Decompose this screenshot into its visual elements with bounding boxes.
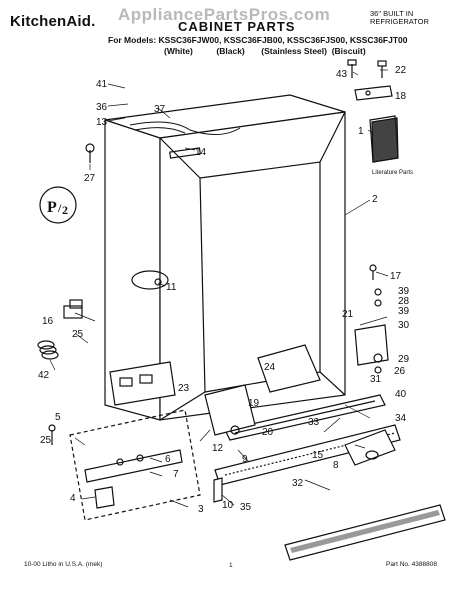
screw-22 [377, 60, 387, 78]
callout-39a: 39 [398, 286, 410, 297]
finish-black: (Black) [216, 46, 245, 56]
callout-13: 13 [96, 117, 108, 128]
hinge-16 [63, 299, 83, 319]
callout-12: 12 [212, 443, 224, 454]
callout-24: 24 [264, 362, 276, 373]
callout-25b: 25 [40, 435, 52, 446]
callout-35: 35 [240, 502, 252, 513]
footer-litho: 10-00 Litho in U.S.A. (mek) [24, 561, 103, 568]
header-right-line1: 36" BUILT IN [370, 9, 414, 18]
finish-white: (White) [164, 46, 193, 56]
spring-42 [37, 340, 59, 360]
literature-parts-label: Literature Parts [372, 170, 414, 176]
callout-23: 23 [178, 383, 190, 394]
page-number: 1 [229, 562, 233, 569]
finish-biscuit: (Biscuit) [331, 46, 366, 56]
callout-21: 21 [342, 309, 354, 320]
callout-22: 22 [395, 65, 407, 76]
callout-5: 5 [55, 412, 61, 423]
callout-33: 33 [308, 417, 320, 428]
finish-list: (White) (Black) (Stainless Steel) (Biscu… [164, 47, 366, 56]
machine-compartment [48, 361, 201, 521]
svg-text:P: P [47, 199, 57, 216]
parts-seal: P / 2 [39, 186, 77, 224]
bracket-18 [354, 85, 393, 101]
header-right-line2: REFRIGERATOR [370, 17, 429, 26]
duct-24 [257, 344, 321, 393]
callout-39b: 39 [398, 306, 410, 317]
base-rail-33 [224, 394, 386, 441]
callout-37: 37 [154, 104, 166, 115]
duct-12 [204, 384, 256, 436]
callout-14: 14 [195, 147, 207, 158]
svg-text:/: / [57, 201, 62, 215]
callout-32: 32 [292, 478, 304, 489]
watermark: AppliancePartsPros.com [118, 5, 331, 24]
cabinet-shell [104, 94, 346, 421]
literature-parts [369, 115, 399, 163]
toe-grille-32 [284, 504, 446, 561]
callout-42: 42 [38, 370, 50, 381]
screw-43 [347, 59, 357, 78]
callout-8: 8 [333, 460, 339, 471]
screw-27 [85, 143, 95, 163]
callout-11: 11 [166, 282, 177, 293]
callout-16: 16 [42, 316, 54, 327]
bracket-21-assembly [354, 264, 389, 374]
page-title: CABINET PARTS [178, 19, 296, 34]
svg-text:2: 2 [62, 203, 68, 217]
callout-29: 29 [398, 354, 410, 365]
callout-1: 1 [358, 126, 364, 137]
models-line: For Models: KSSC36FJW00, KSSC36FJB00, KS… [108, 35, 408, 45]
finish-stainless: (Stainless Steel) [261, 46, 327, 56]
callout-40: 40 [395, 389, 407, 400]
callout-30: 30 [398, 320, 410, 331]
callout-19: 19 [248, 398, 260, 409]
callout-20: 20 [262, 427, 274, 438]
bracket-10 [213, 477, 223, 503]
callout-43: 43 [336, 69, 348, 80]
callout-41: 41 [96, 79, 108, 90]
callout-25a: 25 [72, 329, 84, 340]
callout-10: 10 [222, 500, 234, 511]
callout-18: 18 [395, 91, 407, 102]
callout-3: 3 [198, 504, 204, 515]
callout-2: 2 [372, 194, 378, 205]
callout-34: 34 [395, 413, 407, 424]
callout-7: 7 [173, 469, 179, 480]
callout-15: 15 [312, 450, 324, 461]
callout-28: 28 [398, 296, 410, 307]
callout-4: 4 [70, 493, 76, 504]
callout-26: 26 [394, 366, 406, 377]
callout-6: 6 [165, 454, 171, 465]
callout-9: 9 [242, 454, 248, 465]
callout-31: 31 [370, 374, 382, 385]
callouts: 41 36 13 37 14 27 43 22 18 1 2 11 17 39 … [38, 65, 410, 515]
brand-logo: KitchenAid. [10, 13, 96, 30]
footer-part-number: Part No. 4388808 [386, 561, 437, 568]
callout-17: 17 [390, 271, 402, 282]
leader-lines [49, 69, 389, 508]
callout-27: 27 [84, 173, 96, 184]
callout-36: 36 [96, 102, 108, 113]
fan-motor-15 [344, 429, 396, 466]
